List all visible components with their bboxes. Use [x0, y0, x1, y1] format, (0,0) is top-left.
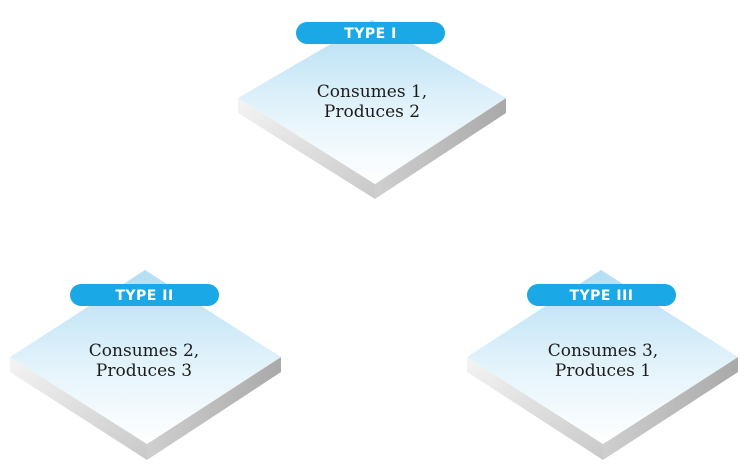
type-badge: [296, 22, 445, 44]
node-type-3: TYPE III Consumes 3, Produces 1: [467, 270, 738, 460]
node-label-line1: Consumes 3,: [548, 341, 658, 361]
tile-side-left: [10, 357, 147, 460]
node-label-line2: Produces 3: [96, 361, 192, 381]
node-type-2: Consumes 2, Produces 3 TYPE II: [10, 270, 281, 460]
tile-side-right: [147, 357, 281, 460]
node-label-line1: Consumes 2,: [89, 341, 199, 361]
type-badge: [527, 284, 676, 306]
type-badge-label: TYPE I: [344, 26, 397, 42]
tile-side-right: [375, 98, 506, 199]
node-label-line1: Consumes 1,: [317, 82, 427, 102]
tile-top: [10, 270, 281, 444]
tile-side-right: [603, 357, 738, 460]
tile-side-left: [467, 357, 603, 460]
node-label-line2: Produces 2: [324, 102, 420, 122]
type-badge-label: TYPE II: [115, 288, 173, 304]
tile-side-left: [238, 98, 375, 199]
type-badge: [70, 284, 219, 306]
type-badge-label: TYPE III: [569, 288, 633, 304]
tile-top: [238, 20, 506, 184]
node-label-line2: Produces 1: [555, 361, 651, 381]
tile-top: [467, 270, 738, 444]
node-type-1: TYPE I Consumes 1, Produces 2: [238, 20, 506, 199]
